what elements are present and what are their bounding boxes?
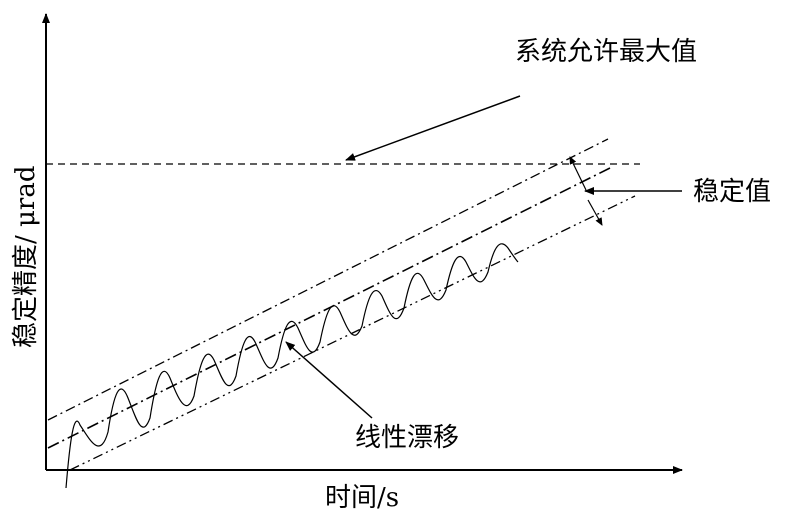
- stable-arrow-down: [587, 199, 603, 226]
- linear-drift-label: 线性漂移: [355, 423, 459, 453]
- max-value-label: 系统允许最大值: [515, 37, 697, 67]
- drift-pointer: [285, 341, 373, 419]
- drift-signal-curve: [65, 243, 519, 489]
- upper-bound-line: [47, 138, 609, 421]
- max-value-pointer: [345, 95, 521, 161]
- center-drift-line: [47, 167, 611, 449]
- y-axis-label: 稳定精度/ μrad: [11, 166, 41, 349]
- x-axis-label: 时间/s: [325, 483, 399, 513]
- stable-arrow-up: [569, 156, 587, 191]
- lower-bound-line: [69, 195, 636, 471]
- stable-value-label: 稳定值: [693, 177, 771, 207]
